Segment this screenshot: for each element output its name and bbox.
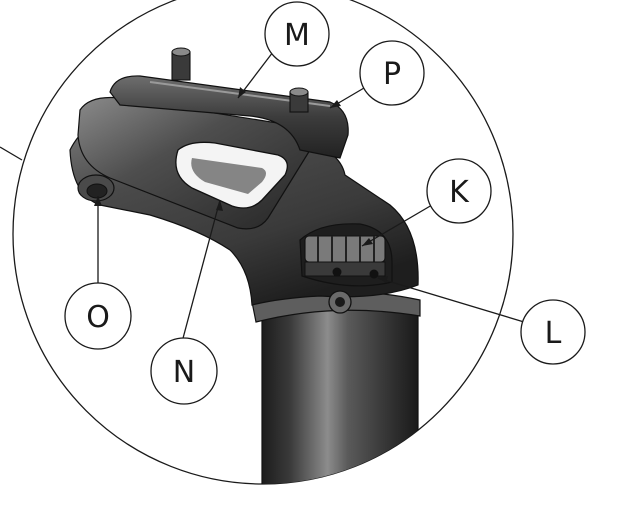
arm-window-inner [191, 158, 266, 194]
arrowhead-p [330, 100, 341, 108]
collar-screw [328, 290, 352, 314]
callout-o: O [64, 282, 132, 350]
clamp-bolt-right [289, 87, 309, 113]
leader-k [361, 204, 433, 247]
callout-label: M [284, 18, 310, 53]
leader-arrowheads [94, 87, 388, 283]
adjuster-gear [304, 235, 386, 279]
arrowhead-l [378, 276, 388, 283]
arrowhead-k [362, 238, 373, 246]
callout-m: M [264, 1, 330, 67]
callout-label: K [449, 175, 470, 210]
side-bolt [77, 174, 115, 202]
callout-l: L [520, 299, 586, 365]
callout-n: N [150, 337, 218, 405]
callout-label: L [545, 316, 562, 351]
seatpost-tube [261, 304, 419, 484]
callout-label: O [86, 300, 110, 335]
callout-k: K [426, 158, 492, 224]
arrowhead-o [94, 196, 102, 206]
clamp-bolt-left [171, 47, 191, 81]
leader-n [181, 199, 221, 343]
arrowhead-n [216, 200, 223, 211]
callout-p: P [359, 40, 425, 106]
seatpost-assembly [69, 47, 421, 484]
detail-leader-line [0, 146, 23, 161]
saddle-clamp-top [109, 75, 349, 159]
callout-label: P [383, 57, 401, 92]
arrowhead-m [238, 87, 246, 98]
leader-l [377, 277, 525, 323]
callout-label: N [173, 355, 195, 390]
